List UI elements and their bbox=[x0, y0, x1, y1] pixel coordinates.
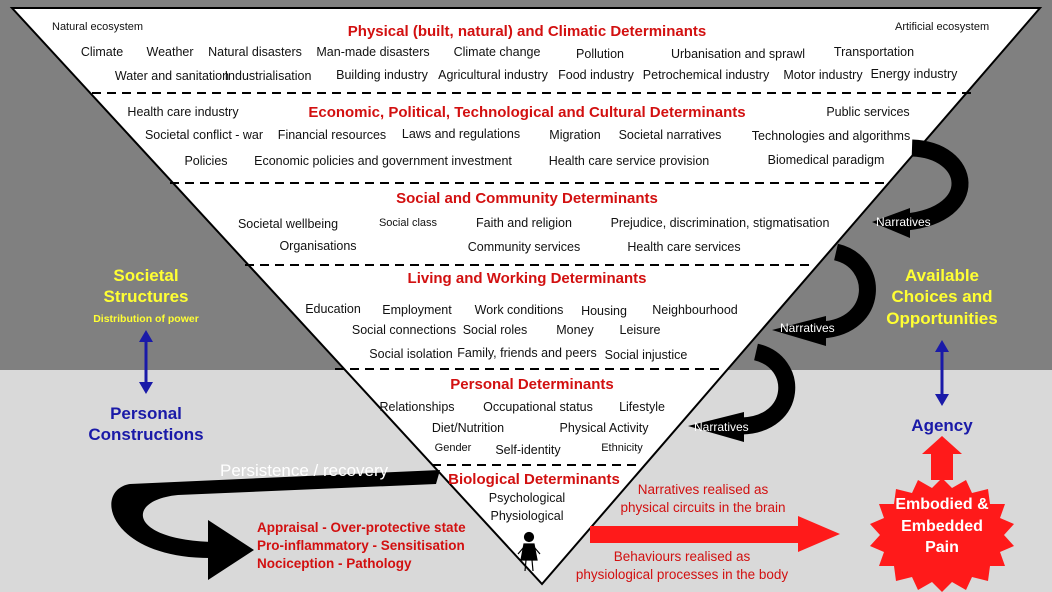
narratives-arrow-1 bbox=[872, 139, 969, 238]
available-choices-label: Available Choices and Opportunities bbox=[886, 266, 998, 328]
layer-item: Employment bbox=[382, 303, 452, 317]
layer-item: Technologies and algorithms bbox=[751, 129, 911, 143]
agency-label: Agency bbox=[911, 416, 973, 435]
brain-text-line: Narratives realised as bbox=[637, 482, 769, 497]
economic-determinants-title: Economic, Political, Technological and C… bbox=[308, 104, 746, 121]
brain-text-line: physical circuits in the brain bbox=[620, 500, 786, 515]
layer-item: Social connections bbox=[351, 323, 457, 337]
narratives-arrow-3 bbox=[688, 343, 796, 442]
layer-item: Family, friends and peers bbox=[457, 346, 597, 360]
layer-item: Biomedical paradigm bbox=[767, 153, 885, 167]
layer-item: Faith and religion bbox=[476, 216, 572, 230]
process-line: Pro-inflammatory - Sensitisation bbox=[257, 538, 465, 553]
layer-item: Physiological bbox=[490, 509, 564, 523]
layer-item: Building industry bbox=[336, 68, 428, 82]
layer-item: Industrialisation bbox=[224, 69, 312, 83]
layer-item: Transportation bbox=[833, 45, 915, 59]
layer-item: Housing bbox=[581, 304, 627, 318]
pain-line: Embodied & bbox=[895, 496, 989, 513]
layer-item: Lifestyle bbox=[619, 400, 665, 414]
layer-item: Man-made disasters bbox=[316, 45, 430, 59]
social-determinants-title: Social and Community Determinants bbox=[396, 190, 658, 207]
layer-item: Climate bbox=[80, 45, 124, 59]
layer-item: Health care industry bbox=[127, 105, 239, 119]
layer-item: Financial resources bbox=[277, 128, 387, 142]
layer-item: Petrochemical industry bbox=[642, 68, 770, 82]
pain-starburst bbox=[870, 478, 1014, 592]
physical-determinants-title: Physical (built, natural) and Climatic D… bbox=[347, 23, 707, 40]
persistence-loop-arrow bbox=[111, 470, 440, 580]
layer-item: Policies bbox=[184, 154, 228, 168]
layer-item: Natural disasters bbox=[208, 45, 302, 59]
layer-item: Urbanisation and sprawl bbox=[670, 47, 806, 61]
red-arrow-to-pain bbox=[590, 516, 840, 552]
living-determinants-title: Living and Working Determinants bbox=[407, 270, 647, 287]
layer-item: Money bbox=[556, 323, 594, 337]
layer-item: Diet/Nutrition bbox=[431, 421, 505, 435]
natural-ecosystem-label: Natural ecosystem bbox=[52, 21, 144, 33]
societal-structures-label: Societal Structures bbox=[103, 266, 189, 307]
layer-item: Weather bbox=[146, 45, 194, 59]
personal-constructions-label: Personal Constructions bbox=[88, 404, 204, 445]
pain-line: Pain bbox=[925, 539, 959, 557]
narratives-label-2: Narratives bbox=[780, 321, 835, 335]
process-line: Nociception - Pathology bbox=[257, 556, 412, 571]
layer-item: Leisure bbox=[619, 323, 661, 337]
layer-item: Economic policies and government investm… bbox=[254, 154, 512, 168]
layer-item: Societal narratives bbox=[618, 128, 722, 142]
layer-item: Education bbox=[305, 302, 361, 316]
layer-item: Work conditions bbox=[474, 303, 564, 317]
layer-item: Ethnicity bbox=[601, 442, 643, 454]
embodied-pain-label: Embodied & Embedded Pain bbox=[895, 494, 988, 559]
layer-item: Water and sanitation bbox=[114, 69, 230, 83]
layer-item: Physical Activity bbox=[559, 421, 649, 435]
layer-item: Health care service provision bbox=[548, 154, 710, 168]
body-text-line: physiological processes in the body bbox=[575, 567, 789, 582]
layer-item: Climate change bbox=[453, 45, 541, 59]
narratives-arrow-2 bbox=[772, 243, 876, 346]
layer-item: Social roles bbox=[462, 323, 528, 337]
layer-item: Neighbourhood bbox=[652, 303, 738, 317]
agency-double-arrow bbox=[935, 340, 949, 406]
layer-item: Motor industry bbox=[783, 68, 863, 82]
layer-item: Relationships bbox=[379, 400, 455, 414]
layer-item: Organisations bbox=[279, 239, 357, 253]
layer-item: Societal wellbeing bbox=[237, 217, 339, 231]
person-figure bbox=[517, 531, 541, 572]
determinants-triangle bbox=[9, 7, 1043, 586]
distribution-of-power-label: Distribution of power bbox=[93, 313, 199, 325]
structures-double-arrow bbox=[139, 330, 153, 394]
layer-item: Societal conflict - war bbox=[144, 128, 264, 142]
layer-item: Gender bbox=[434, 442, 472, 454]
layer-item: Social isolation bbox=[369, 347, 453, 361]
persistence-recovery-label: Persistence / recovery bbox=[220, 461, 389, 480]
body-text-line: Behaviours realised as bbox=[613, 549, 751, 564]
layer-item: Health care services bbox=[627, 240, 741, 254]
layer-item: Self-identity bbox=[495, 443, 561, 457]
personal-determinants-title: Personal Determinants bbox=[450, 376, 614, 393]
layer-item: Occupational status bbox=[483, 400, 593, 414]
layer-item: Food industry bbox=[558, 68, 634, 82]
biological-determinants-title: Biological Determinants bbox=[448, 471, 620, 488]
layer-item: Laws and regulations bbox=[401, 127, 521, 141]
layer-item: Social injustice bbox=[604, 348, 688, 362]
layer-item: Energy industry bbox=[870, 67, 958, 81]
process-line: Appraisal - Over-protective state bbox=[257, 520, 466, 535]
layer-item: Public services bbox=[826, 105, 910, 119]
layer-item: Prejudice, discrimination, stigmatisatio… bbox=[610, 216, 830, 230]
red-up-arrow bbox=[922, 436, 962, 480]
layer-item: Psychological bbox=[488, 491, 566, 505]
layer-item: Social class bbox=[378, 217, 438, 229]
narratives-label-1: Narratives bbox=[876, 215, 931, 229]
layer-item: Pollution bbox=[576, 47, 624, 61]
narratives-label-3: Narratives bbox=[694, 420, 749, 434]
layer-item: Agricultural industry bbox=[438, 68, 548, 82]
layer-item: Migration bbox=[549, 128, 601, 142]
pain-line: Embedded bbox=[901, 517, 983, 535]
artificial-ecosystem-label: Artificial ecosystem bbox=[895, 21, 990, 33]
layer-item: Community services bbox=[467, 240, 581, 254]
